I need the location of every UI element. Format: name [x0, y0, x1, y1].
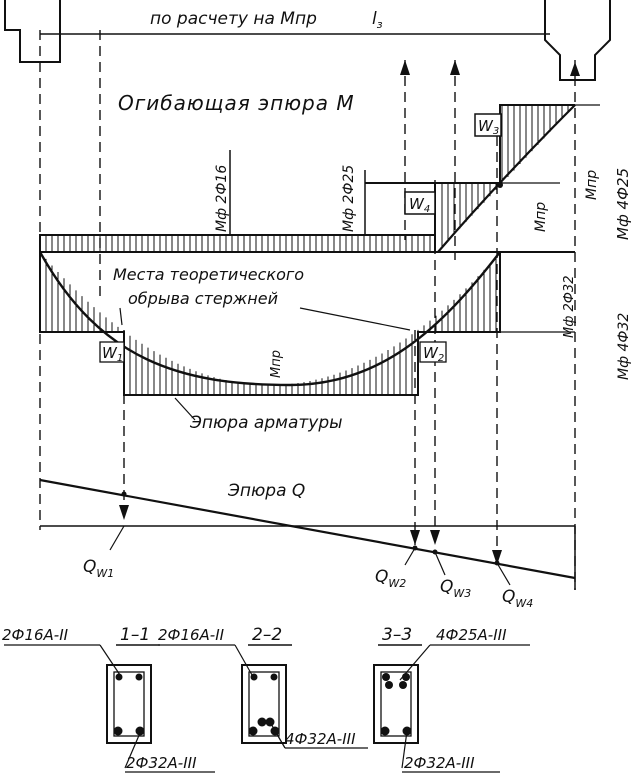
qw1-label: QW1 [83, 557, 114, 580]
right-support-outline [544, 0, 611, 81]
section-1-1-bottom-label: 2Ф32А-III [126, 754, 197, 772]
svg-text:W4: W4 [409, 195, 430, 215]
q-line [39, 478, 576, 580]
by-calc-label: по расчету на Мпр [150, 9, 317, 29]
intersection-dot [497, 182, 503, 188]
section-2-2: 2–2 2Ф16А-II 4Ф32А-III [158, 625, 368, 749]
envelope-title: Огибающая эпюра М [118, 91, 355, 115]
arrow-up-b [450, 60, 460, 75]
top-region: по расчету на Мпр lз [4, 0, 611, 81]
section-2-2-bottom-label: 4Ф32А-III [285, 730, 356, 748]
w2-label: W2 [419, 341, 447, 364]
section-2-2-top-label: 2Ф16А-II [158, 626, 225, 644]
length-label: lз [372, 9, 383, 31]
label-m-pr-top: Мпр [584, 170, 600, 200]
svg-text:W1: W1 [102, 344, 123, 364]
rebar-title: Эпюра арматуры [189, 413, 343, 433]
svg-text:W3: W3 [478, 117, 499, 137]
qw1-leader [109, 525, 125, 551]
qw4-label: QW4 [502, 587, 533, 610]
theory-cut-line2: обрыва стержней [128, 289, 278, 308]
section-2-2-title: 2–2 [252, 625, 282, 645]
lower-rebar-zone [38, 251, 575, 396]
label-m-4d32: Мф 4Ф32 [616, 313, 632, 380]
arrow-w2 [410, 530, 420, 545]
qw2-leader [404, 547, 416, 566]
section-1-1-top-label: 2Ф16А-II [2, 626, 69, 644]
svg-text:W2: W2 [423, 344, 444, 364]
label-m-2d25: Мф 2Ф25 [341, 165, 357, 232]
upper-rebar-zone [39, 104, 600, 253]
theory-cut-line1: Места теоретического [113, 265, 304, 284]
arrow-w1 [119, 505, 129, 520]
leader-cut-right [299, 307, 411, 331]
label-m-4d25: Мф 4Ф25 [614, 168, 632, 240]
label-m-2d16: Мф 2Ф16 [214, 165, 230, 232]
w4-label: W4 [404, 191, 436, 215]
shear-diagram: Эпюра Q [39, 478, 576, 590]
arrows [119, 60, 580, 565]
leader-cut-left [119, 307, 123, 326]
envelope-curve-right [437, 104, 576, 253]
q-title: Эпюра Q [227, 481, 305, 501]
qw2-label: QW2 [375, 567, 406, 590]
qw3-label: QW3 [440, 577, 471, 600]
arrow-w4 [492, 550, 502, 565]
left-support-outline [4, 0, 61, 63]
w3-label: W3 [474, 113, 502, 137]
arrow-up-a [400, 60, 410, 75]
section-3-3: 3–3 4Ф25А-III 2Ф32А-III [373, 625, 530, 773]
section-1-1-title: 1–1 [120, 625, 150, 645]
leader-rebar-title [174, 397, 196, 421]
qw4-leader [496, 562, 511, 586]
section-3-3-bottom-label: 2Ф32А-III [404, 754, 475, 772]
w1-label: W1 [99, 341, 125, 364]
section-1-1: 1–1 2Ф16А-II 2Ф32А-III [2, 625, 215, 773]
arrow-top-right [570, 62, 580, 76]
label-m-2d32: Мф 2Ф32 [562, 276, 577, 338]
qw3-leader [434, 551, 446, 576]
section-3-3-title: 3–3 [382, 625, 412, 645]
arrow-w3 [430, 530, 440, 545]
label-m-pr-right: Мпр [533, 202, 549, 232]
envelope-parabola [38, 251, 501, 387]
section-3-3-top-label: 4Ф25А-III [436, 626, 507, 644]
label-m-pr-mid: Мпр [269, 350, 284, 378]
